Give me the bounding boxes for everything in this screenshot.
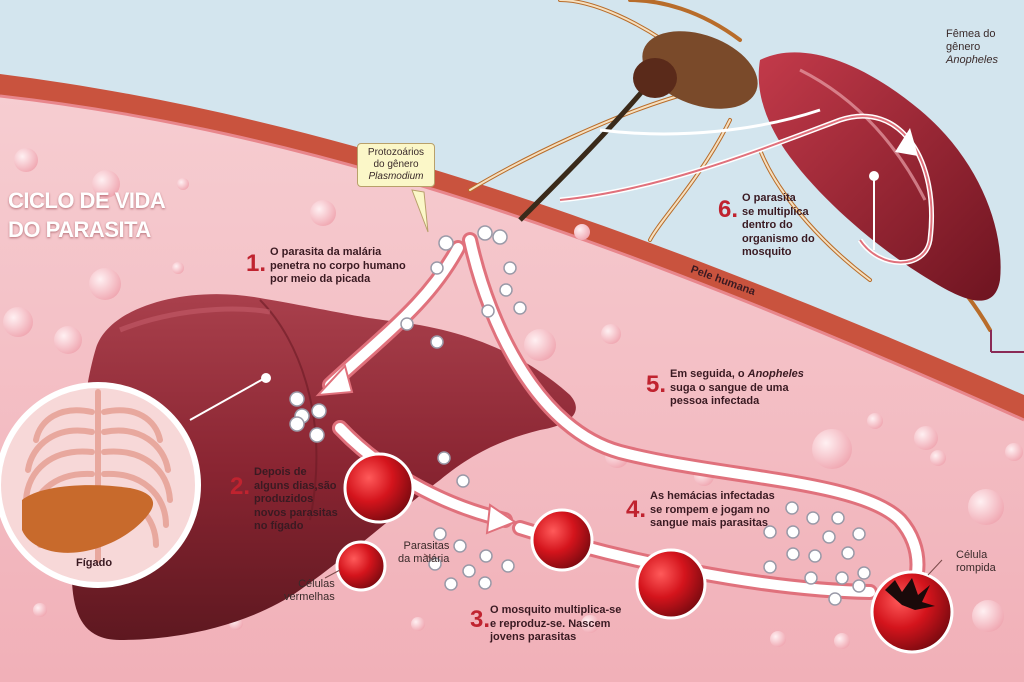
callout-pointer — [411, 189, 429, 233]
step-5-line: Em seguida, o Anopheles — [670, 368, 804, 382]
malaria-parasites-label: Parasitas da malária — [398, 540, 449, 566]
parasites-label-line: da malária — [398, 553, 450, 565]
plasmodium-callout: Protozoários do gênero Plasmodium — [357, 143, 435, 187]
step-6-line: O parasita — [742, 192, 796, 204]
step-6-line: dentro do — [742, 219, 793, 231]
step-5-text: Em seguida, o Anopheles suga o sangue de… — [670, 368, 804, 409]
callout-line-1: Protozoários — [367, 147, 425, 158]
step-5-genus: Anopheles — [747, 368, 804, 380]
mosquito-label-line-1: Fêmea do — [946, 28, 996, 40]
step-2-line: alguns dias,são — [254, 479, 337, 492]
step-6-line: organismo do — [742, 232, 815, 245]
ribcage-inset: Fígado — [0, 373, 271, 588]
skin-surface-band — [0, 74, 1024, 420]
step-1-text: O parasita da malária penetra no corpo h… — [270, 246, 406, 287]
step-3-line: jovens parasitas — [490, 631, 577, 643]
ruptured-label-line: rompida — [956, 562, 996, 574]
mosquito-genus: Anopheles — [946, 54, 998, 66]
title-line-1: CICLO DE VIDA — [8, 188, 166, 213]
parasite-icon — [289, 225, 871, 606]
step-2-line: produzidos — [254, 493, 314, 505]
callout-genus: Plasmodium — [368, 171, 424, 182]
step-2-line: novos parasitas — [254, 506, 338, 519]
step-4-number: 4. — [626, 496, 647, 523]
step-1-line: penetra no corpo humano — [270, 259, 406, 272]
title-line-2: DO PARASITA — [8, 217, 151, 242]
step-6-number: 6. — [718, 196, 739, 223]
callout-line-3: Plasmodium — [361, 171, 431, 183]
step-1-line: por meio da picada — [270, 273, 371, 285]
red-cells-label: Células vermelhas — [284, 578, 335, 604]
step-3-number: 3. — [470, 606, 491, 633]
liver-icon — [71, 294, 576, 640]
step-3-text: O mosquito multiplica-se e reproduz-se. … — [490, 604, 621, 645]
small-liver-icon — [22, 485, 154, 553]
callout-line-2: do gênero — [373, 159, 419, 170]
ruptured-label-line: Célula — [956, 549, 988, 561]
step-2-line: Depois de — [254, 466, 307, 478]
step-4-line: sangue mais parasitas — [650, 517, 769, 529]
step-5-line: pessoa infectada — [670, 395, 760, 407]
step-6-line: mosquito — [742, 246, 792, 258]
red-cells-label-line: vermelhas — [284, 591, 335, 603]
step-5-number: 5. — [646, 371, 667, 398]
ruptured-cell-label: Célula rompida — [956, 549, 996, 575]
mosquito-label-line-3: Anopheles — [946, 54, 998, 67]
liver-label: Fígado — [76, 557, 112, 569]
diagram-title: CICLO DE VIDA DO PARASITA — [8, 186, 166, 244]
step-5-line: suga o sangue de uma — [670, 381, 789, 394]
step-6-text: O parasita se multiplica dentro do organ… — [742, 192, 815, 260]
red-cells-label-line: Células — [298, 578, 335, 590]
mosquito-icon — [468, 0, 1024, 353]
step-1-number: 1. — [246, 250, 267, 277]
step-4-line: As hemácias infectadas — [650, 490, 775, 502]
step-4-text: As hemácias infectadas se rompem e jogam… — [650, 490, 775, 531]
mosquito-label: Fêmea do gênero Anopheles — [946, 28, 998, 67]
step-2-text: Depois de alguns dias,são produzidos nov… — [254, 466, 338, 534]
mosquito-label-line-2: gênero — [946, 41, 981, 53]
step-6-line: se multiplica — [742, 205, 809, 218]
parasites-label-line: Parasitas — [403, 540, 450, 552]
step-3-line: O mosquito multiplica-se — [490, 604, 622, 616]
step-3-line: e reproduz-se. Nascem — [490, 617, 611, 630]
red-blood-cell-icon — [335, 452, 954, 654]
step-2-line: no fígado — [254, 520, 304, 532]
step-4-line: se rompem e jogam no — [650, 503, 770, 516]
tissue-bubbles — [3, 148, 1023, 649]
step-1-line: O parasita da malária — [270, 246, 382, 258]
step-2-number: 2. — [230, 473, 251, 500]
step-5-prefix: Em seguida, o — [670, 368, 748, 380]
